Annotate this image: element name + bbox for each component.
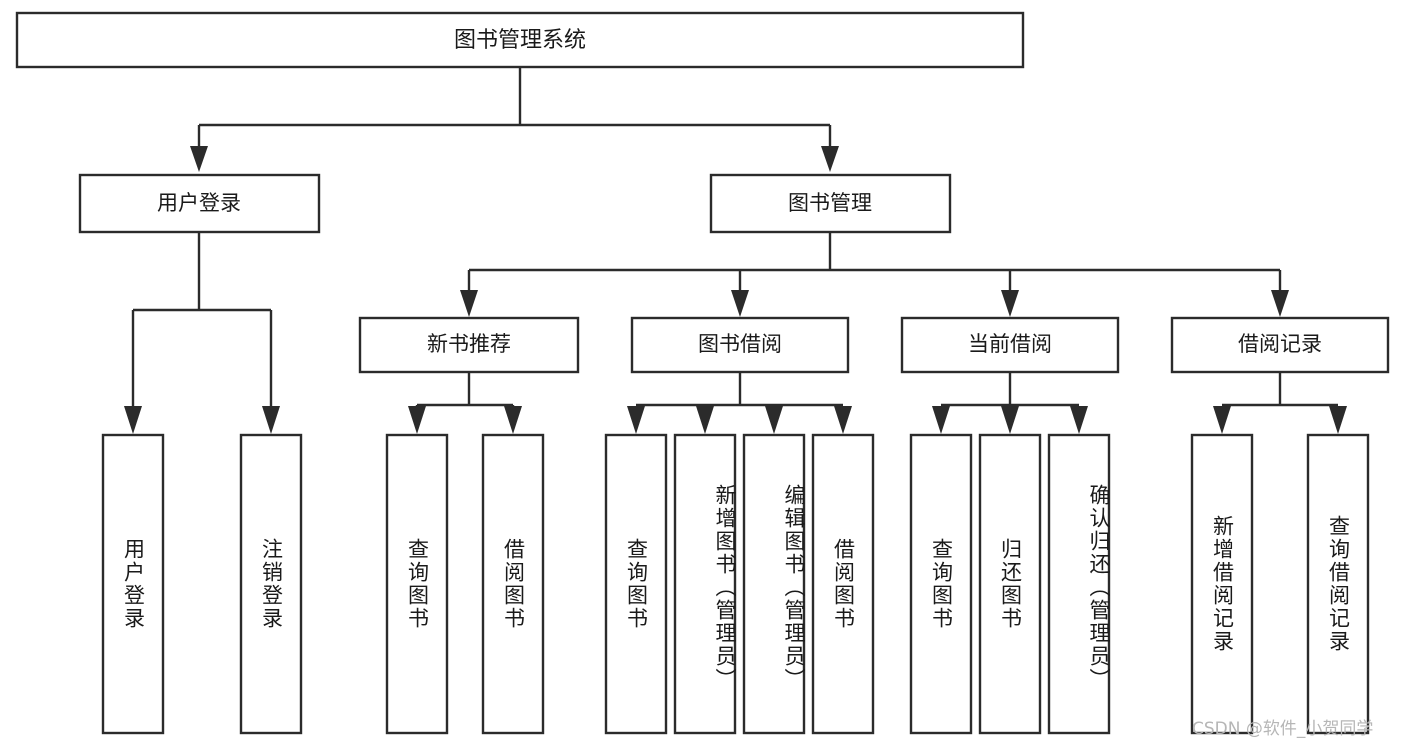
node-book-borrow[interactable]: 图书借阅 bbox=[630, 316, 850, 374]
arrow-head-icon bbox=[262, 406, 280, 434]
node-borrow-record-label: 借阅记录 bbox=[1238, 332, 1322, 356]
connector-newbook-to-leaves bbox=[408, 372, 522, 434]
node-root-label: 图书管理系统 bbox=[454, 28, 586, 53]
arrow-head-icon bbox=[821, 146, 839, 172]
leaf-box-bookborrow-add[interactable] bbox=[673, 433, 737, 735]
leaf-box-newbook-borrow[interactable] bbox=[481, 433, 545, 735]
connector-borrowrecord-to-leaves bbox=[1213, 372, 1347, 434]
arrow-head-icon bbox=[696, 406, 714, 434]
leaf-box-currentborrow-query[interactable] bbox=[909, 433, 973, 735]
arrow-head-icon bbox=[765, 406, 783, 434]
node-current-borrow-label: 当前借阅 bbox=[968, 332, 1052, 356]
leaf-box-borrowrecord-add[interactable] bbox=[1190, 433, 1254, 735]
node-new-book-recommend[interactable]: 新书推荐 bbox=[358, 316, 580, 374]
node-root-book-management-system[interactable]: 图书管理系统 bbox=[15, 11, 1025, 69]
arrow-head-icon bbox=[1329, 406, 1347, 434]
arrow-head-icon bbox=[1001, 406, 1019, 434]
arrow-head-icon bbox=[932, 406, 950, 434]
node-book-management[interactable]: 图书管理 bbox=[709, 173, 952, 234]
leaf-box-bookborrow-borrow[interactable] bbox=[811, 433, 875, 735]
node-user-login[interactable]: 用户登录 bbox=[78, 173, 321, 234]
node-current-borrow[interactable]: 当前借阅 bbox=[900, 316, 1120, 374]
leaf-box-currentborrow-return[interactable] bbox=[978, 433, 1042, 735]
connector-root-to-level2 bbox=[190, 67, 839, 172]
leaf-box-currentborrow-confirm[interactable] bbox=[1047, 433, 1111, 735]
leaf-box-user-login-logout[interactable] bbox=[239, 433, 303, 735]
connector-currentborrow-to-leaves bbox=[932, 372, 1088, 434]
node-user-login-label: 用户登录 bbox=[157, 191, 241, 215]
leaf-box-borrowrecord-query[interactable] bbox=[1306, 433, 1370, 735]
arrow-head-icon bbox=[1271, 290, 1289, 317]
arrow-head-icon bbox=[1213, 406, 1231, 434]
arrow-head-icon bbox=[124, 406, 142, 434]
leaf-box-bookborrow-query[interactable] bbox=[604, 433, 668, 735]
leaf-box-bookborrow-edit[interactable] bbox=[742, 433, 806, 735]
arrow-head-icon bbox=[1070, 406, 1088, 434]
arrow-head-icon bbox=[731, 290, 749, 317]
watermark-text: CSDN @软件_小贺同学 bbox=[1192, 719, 1374, 739]
node-new-book-recommend-label: 新书推荐 bbox=[427, 332, 511, 356]
node-book-borrow-label: 图书借阅 bbox=[698, 332, 782, 356]
arrow-head-icon bbox=[834, 406, 852, 434]
leaf-box-newbook-query[interactable] bbox=[385, 433, 449, 735]
node-borrow-record[interactable]: 借阅记录 bbox=[1170, 316, 1390, 374]
arrow-head-icon bbox=[460, 290, 478, 317]
node-book-management-label: 图书管理 bbox=[788, 191, 872, 215]
arrow-head-icon bbox=[504, 406, 522, 434]
connector-userlogin-to-leaves bbox=[124, 232, 280, 434]
arrow-head-icon bbox=[627, 406, 645, 434]
connector-bookmgmt-to-level3 bbox=[460, 232, 1289, 317]
arrow-head-icon bbox=[1001, 290, 1019, 317]
leaf-box-user-login-login[interactable] bbox=[101, 433, 165, 735]
arrow-head-icon bbox=[408, 406, 426, 434]
connector-bookborrow-to-leaves bbox=[627, 372, 852, 434]
arrow-head-icon bbox=[190, 146, 208, 172]
